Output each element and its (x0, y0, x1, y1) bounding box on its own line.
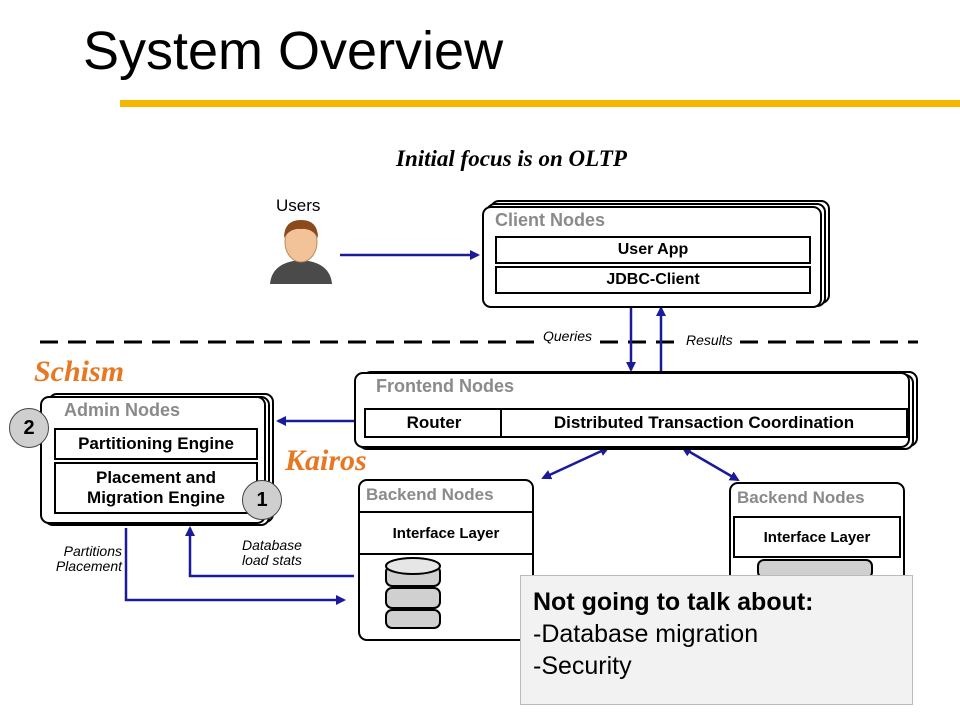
client-nodes-box: Client Nodes User App JDBC-Client (482, 206, 822, 308)
jdbc-client-box: JDBC-Client (495, 266, 811, 294)
placement-migration-engine-box: Placement and Migration Engine (54, 462, 258, 514)
arrow-frontend-backend-left (541, 446, 610, 480)
backend-left-interface-layer: Interface Layer (358, 511, 534, 555)
database-stack-icon (385, 557, 441, 629)
queries-label: Queries (540, 328, 596, 345)
schism-label: Schism (34, 355, 125, 388)
distributed-transaction-box: Distributed Transaction Coordination (500, 408, 908, 438)
title-underline (120, 100, 960, 107)
partitioning-engine-box: Partitioning Engine (54, 428, 258, 460)
note-item-migration: -Database migration (533, 620, 759, 648)
database-stack-right-icon (757, 559, 873, 578)
partitions-placement-label: Partitions Placement (55, 543, 122, 575)
user-app-box: User App (495, 236, 811, 264)
arrow-frontend-backend-right (681, 446, 740, 482)
frontend-nodes-box: Frontend Nodes Router Distributed Transa… (354, 372, 910, 448)
arrow-db-stats (185, 526, 354, 578)
user-avatar-icon (270, 220, 332, 284)
admin-nodes-box: Admin Nodes Partitioning Engine Placemen… (40, 396, 266, 524)
not-covered-note: Not going to talk about: -Database migra… (520, 575, 913, 705)
users-label: Users (276, 196, 321, 215)
slide-title: System Overview (83, 21, 504, 81)
backend-right-title: Backend Nodes (737, 488, 865, 507)
arrow-partitions-placement (124, 528, 346, 605)
kairos-label: Kairos (285, 444, 367, 477)
admin-nodes-title: Admin Nodes (64, 400, 181, 420)
frontend-nodes-title: Frontend Nodes (376, 376, 514, 396)
results-label: Results (683, 332, 736, 349)
badge-2: 2 (9, 408, 49, 448)
router-box: Router (364, 408, 504, 438)
backend-right-interface-layer: Interface Layer (733, 516, 901, 558)
backend-left-title: Backend Nodes (366, 485, 494, 504)
note-item-security: -Security (533, 652, 632, 680)
database-load-stats-label: Database load stats (242, 537, 302, 569)
focus-subtitle: Initial focus is on OLTP (396, 146, 627, 171)
client-nodes-title: Client Nodes (495, 210, 606, 230)
note-heading: Not going to talk about: (533, 588, 814, 616)
badge-1: 1 (242, 480, 282, 520)
